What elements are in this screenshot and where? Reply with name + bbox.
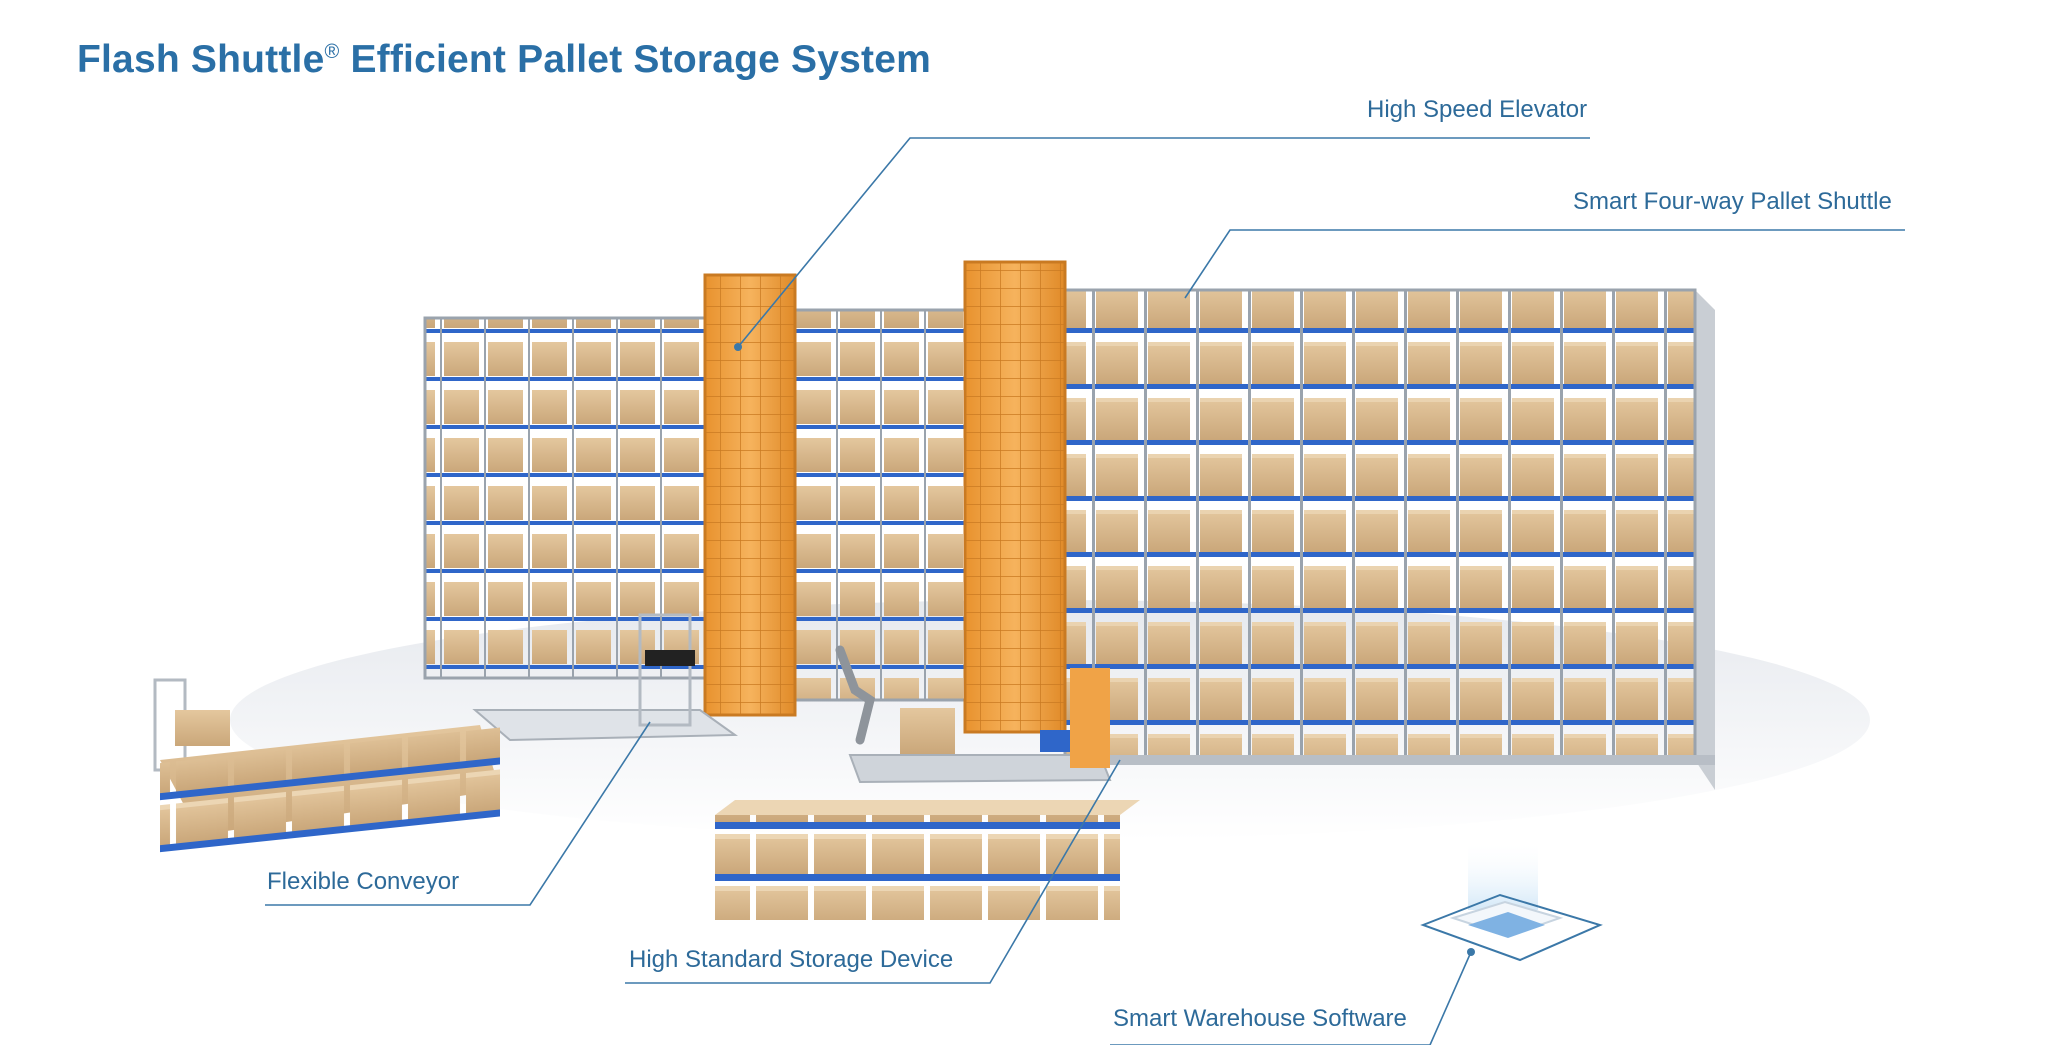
leader-warehouse-software <box>1110 951 1472 1045</box>
right-rack <box>1063 288 1715 790</box>
leader-four-way-shuttle <box>1184 229 1905 299</box>
leader-lines <box>265 137 1905 1045</box>
leader-storage-device <box>625 759 1121 984</box>
elevator-tower-left <box>703 273 797 717</box>
conveyor-platform <box>472 613 1112 784</box>
callout-four-way-shuttle: Smart Four-way Pallet Shuttle <box>1573 188 1892 215</box>
leader-high-speed-elevator <box>737 137 1590 348</box>
front-floor-pallets <box>715 800 1140 920</box>
leader-flexible-conveyor <box>265 721 651 906</box>
callout-flexible-conveyor: Flexible Conveyor <box>267 868 460 895</box>
software-device <box>1420 840 1603 962</box>
left-floor-pallets <box>153 678 500 854</box>
registered-mark: ® <box>324 41 340 63</box>
left-rack <box>423 316 707 680</box>
elevator-tower-right <box>963 260 1067 734</box>
callout-storage-device: High Standard Storage Device <box>629 946 954 973</box>
middle-rack <box>793 308 977 702</box>
title-main: Flash Shuttle <box>77 38 325 81</box>
callout-high-speed-elevator: High Speed Elevator <box>1367 96 1588 123</box>
callout-warehouse-software: Smart Warehouse Software <box>1113 1005 1407 1032</box>
page-title: Flash Shuttle® Efficient Pallet Storage … <box>77 38 931 82</box>
title-rest: Efficient Pallet Storage System <box>350 38 932 81</box>
